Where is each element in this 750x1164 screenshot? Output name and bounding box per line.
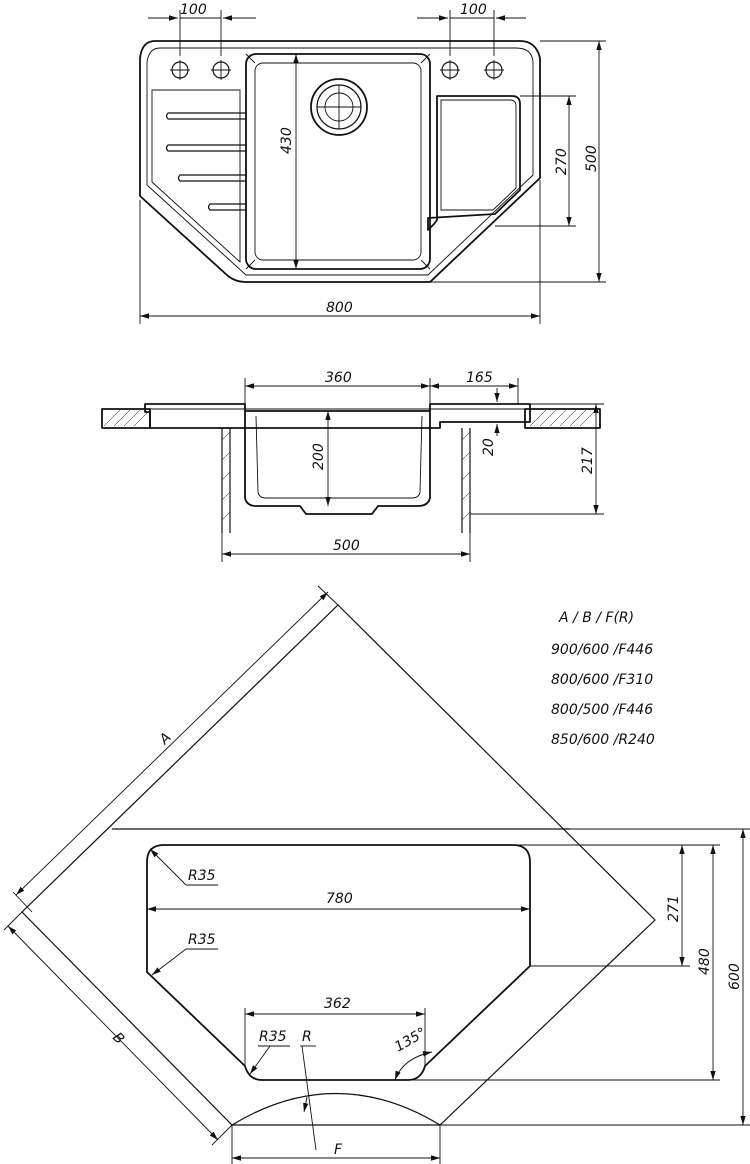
dim-drainer: 165 <box>466 370 493 386</box>
corner-view: A B F 780 362 R35 R35 <box>3 585 750 1164</box>
legend-row: 900/600 /F446 <box>551 642 653 658</box>
top-view: 100 100 800 500 270 430 <box>139 2 606 324</box>
dim-left-holes: 100 <box>180 2 207 18</box>
dim-r35-mid: R35 <box>188 932 216 948</box>
top-view-dimensions: 100 100 800 500 270 430 <box>139 2 606 324</box>
dim-362: 362 <box>324 996 351 1012</box>
dim-angle: 135° <box>392 1025 429 1056</box>
legend-row: 800/500 /F446 <box>551 702 653 718</box>
countertop-right <box>524 408 601 429</box>
legend-row: 800/600 /F310 <box>551 672 653 688</box>
dim-depth-drainer: 270 <box>554 148 570 175</box>
dim-r35-top: R35 <box>188 868 216 884</box>
front-arc <box>231 1092 441 1126</box>
sink-inner-rim <box>146 47 534 276</box>
dim-r35-bottom: R35 <box>259 1029 287 1045</box>
countertop-left <box>101 408 151 429</box>
section-view: 360 165 200 20 217 500 <box>101 370 604 562</box>
tap-holes <box>170 60 504 80</box>
drain-icon <box>310 78 368 136</box>
secondary-bowl <box>427 95 521 231</box>
dim-480: 480 <box>697 948 713 975</box>
sink-rim <box>144 403 531 429</box>
label-a: A <box>156 730 175 749</box>
drain-ribs <box>165 112 247 211</box>
main-bowl-inner <box>254 62 422 261</box>
dim-780: 780 <box>326 891 353 907</box>
dim-total-height: 217 <box>580 447 596 474</box>
dim-bowl-width: 360 <box>325 370 352 386</box>
dim-bowl-height: 200 <box>311 443 327 470</box>
dim-600: 600 <box>727 963 743 990</box>
cabinet-side-right <box>461 428 471 533</box>
dim-rim: 20 <box>481 438 497 456</box>
label-f: F <box>334 1142 343 1158</box>
main-bowl <box>245 53 431 270</box>
drain-board-area <box>151 89 241 264</box>
dim-width: 800 <box>326 300 353 316</box>
dim-cutout: 500 <box>333 538 360 554</box>
cabinet-side-left <box>221 428 231 533</box>
dim-a: A <box>12 585 339 913</box>
dim-b: B <box>3 911 233 1146</box>
legend-row: 850/600 /R240 <box>551 732 655 748</box>
section-bowl <box>244 411 431 515</box>
dim-271: 271 <box>666 895 682 922</box>
section-dimensions: 360 165 200 20 217 500 <box>221 370 604 562</box>
size-legend: A / B / F(R) 900/600 /F446 800/600 /F310… <box>551 610 655 748</box>
dim-depth-total: 500 <box>584 145 600 172</box>
dim-right-holes: 100 <box>460 2 487 18</box>
dim-bowl-depth: 430 <box>279 127 295 154</box>
sink-outline <box>139 40 541 283</box>
dim-f: F <box>231 1125 441 1164</box>
legend-header: A / B / F(R) <box>558 610 634 626</box>
dim-r: R <box>302 1029 312 1045</box>
